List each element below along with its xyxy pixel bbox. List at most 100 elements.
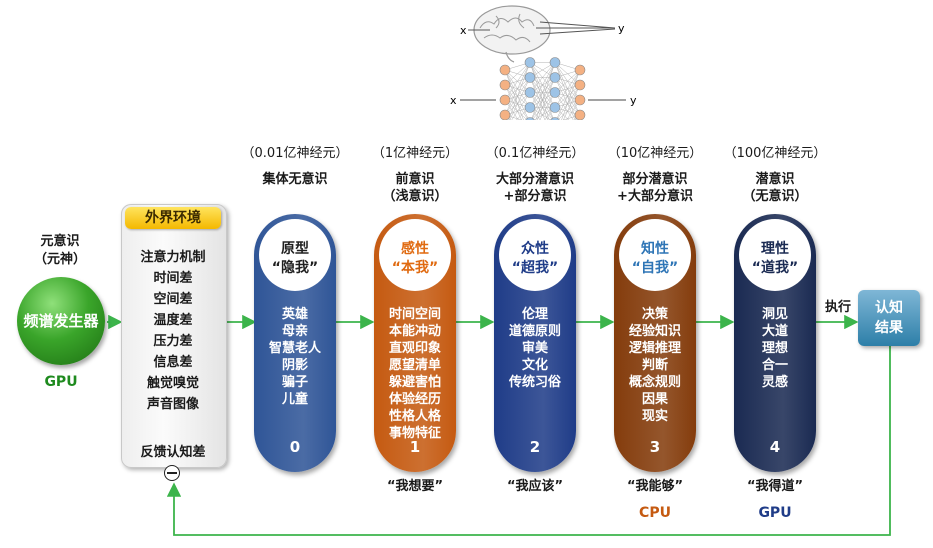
layer-title: 理性 “道我”	[739, 240, 811, 278]
environment-panel	[121, 204, 227, 468]
environment-item: 声音图像	[146, 397, 199, 412]
neuron-node	[524, 72, 536, 83]
environment-item: 注意力机制	[140, 250, 206, 265]
neuron-node	[549, 87, 561, 98]
layer-item: 逻辑推理	[628, 341, 681, 356]
layer-item: 决策	[641, 307, 668, 322]
layer-items: 洞见大道理想合一灵感	[734, 306, 816, 391]
layer-item: 阴影	[281, 358, 308, 373]
layer-items: 时间空间本能冲动直观印象愿望清单躲避害怕体验经历性格人格事物特征	[374, 306, 456, 442]
environment-item: 温度差	[153, 313, 193, 328]
brain-y-label: y	[618, 22, 625, 35]
layer-item: 灵感	[761, 375, 788, 390]
neuron-node	[525, 117, 535, 120]
layer-item: 道德原则	[508, 324, 561, 339]
layer-label-1: 部分潜意识	[622, 172, 688, 187]
minus-circle-icon	[164, 465, 180, 481]
neuron-node	[499, 109, 511, 120]
layer-title-ego: “超我”	[511, 260, 559, 276]
result-line-1: 认知	[875, 300, 903, 316]
neuron-node	[499, 79, 511, 91]
layer-title-ego: “自我”	[631, 260, 679, 276]
layer-item: 事物特征	[388, 426, 441, 441]
environment-item: 触觉嗅觉	[146, 376, 199, 391]
layer-item: 经验知识	[628, 324, 681, 339]
layer-number: 3	[649, 438, 661, 456]
layer-item: 伦理	[521, 307, 548, 322]
layer-title-main: 原型	[281, 241, 309, 257]
layer-label-1: 潜意识	[755, 172, 795, 187]
layer-item: 本能冲动	[388, 324, 441, 339]
layer-quote: “我得道”	[746, 479, 804, 494]
neural-network-illustration: x y x y	[450, 5, 637, 120]
neuron-node	[574, 64, 586, 76]
brain-icon	[473, 5, 551, 63]
layer-label-1: 大部分潜意识	[495, 172, 574, 187]
layer-number: 1	[409, 438, 421, 456]
layer-title: 原型 “隐我”	[259, 240, 331, 278]
layer-title-circle: 感性 “本我”	[379, 219, 451, 291]
result-line-2: 结果	[875, 320, 903, 336]
environment-item: 时间差	[153, 271, 193, 286]
layer-item: 合一	[761, 358, 788, 373]
layer-title-circle: 知性 “自我”	[619, 219, 691, 291]
layer-quote: “我应该”	[506, 479, 564, 494]
environment-list: 注意力机制时间差空间差温度差压力差信息差触觉嗅觉声音图像	[121, 247, 225, 415]
neuron-node	[574, 79, 586, 91]
meta-consciousness-label: 元意识 （元神）	[20, 233, 100, 269]
meta-consciousness-title: 元意识	[40, 234, 80, 249]
layer-item: 大道	[761, 324, 788, 339]
layer-title-main: 知性	[641, 241, 669, 257]
layer-title-main: 感性	[401, 241, 429, 257]
layer-item: 直观印象	[388, 341, 441, 356]
layer-items: 伦理道德原则审美文化传统习俗	[494, 306, 576, 391]
neuron-node	[574, 94, 586, 106]
layer-title-main: 众性	[521, 241, 549, 257]
layer-item: 判断	[641, 358, 668, 373]
layer-title: 感性 “本我”	[379, 240, 451, 278]
neuron-node	[549, 102, 561, 113]
layer-pill: 知性 “自我” 决策经验知识逻辑推理判断概念规则因果现实 3	[614, 214, 696, 472]
layer-label-2: （无意识）	[742, 189, 808, 204]
neuron-node	[499, 64, 511, 76]
environment-item: 信息差	[153, 355, 193, 370]
layer-title-ego: “隐我”	[271, 260, 319, 276]
spectrum-generator: 频谱发生器	[17, 277, 105, 365]
neuron-count-label: （0.1亿神经元）	[485, 146, 585, 161]
layer-item: 洞见	[761, 307, 788, 322]
layer-item: 概念规则	[628, 375, 681, 390]
layer-title-main: 理性	[761, 241, 789, 257]
layer-item: 时间空间	[388, 307, 441, 322]
neuron-count-label: （0.01亿神经元）	[241, 146, 349, 161]
cognitive-result-box: 认知 结果	[858, 290, 920, 346]
chip-label: GPU	[758, 505, 792, 521]
layer-title-circle: 众性 “超我”	[499, 219, 571, 291]
neuron-node	[499, 94, 511, 106]
layer-title-ego: “本我”	[391, 260, 439, 276]
layer-title-ego: “道我”	[751, 260, 799, 276]
environment-title: 外界环境	[125, 207, 221, 229]
layer-label-2: +大部分意识	[617, 189, 693, 204]
layer-label-2: （浅意识）	[382, 189, 448, 204]
layer-items: 决策经验知识逻辑推理判断概念规则因果现实	[614, 306, 696, 425]
layer-item: 英雄	[281, 307, 308, 322]
layer-item: 愿望清单	[388, 358, 441, 373]
layer-items: 英雄母亲智慧老人阴影骗子儿童	[254, 306, 336, 408]
layer-item: 母亲	[281, 324, 308, 339]
execute-label: 执行	[824, 300, 851, 315]
neuron-node	[549, 72, 561, 83]
layer-item: 躲避害怕	[388, 375, 441, 390]
layer-number: 0	[289, 438, 301, 456]
brain-x-label: x	[460, 24, 467, 37]
layer-title-circle: 原型 “隐我”	[259, 219, 331, 291]
layer-item: 因果	[641, 392, 668, 407]
layer-title: 众性 “超我”	[499, 240, 571, 278]
layer-title-circle: 理性 “道我”	[739, 219, 811, 291]
generator-gpu-label: GPU	[44, 374, 78, 390]
layer-item: 现实	[641, 409, 668, 424]
chip-label: CPU	[639, 505, 671, 521]
